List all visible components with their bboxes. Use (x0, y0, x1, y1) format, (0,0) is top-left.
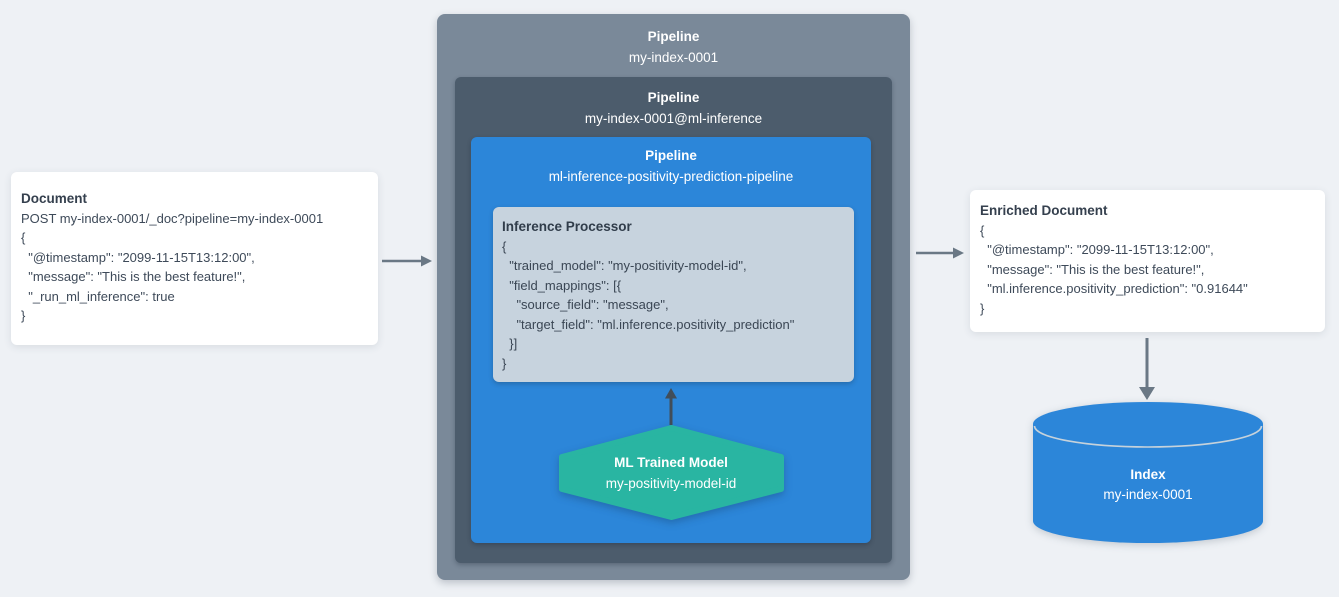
arrow-pipeline-to-enriched-icon (916, 247, 964, 259)
document-card-code: POST my-index-0001/_doc?pipeline=my-inde… (21, 210, 324, 324)
index-node: Index my-index-0001 (1033, 402, 1263, 543)
enriched-document-code: { "@timestamp": "2099-11-15T13:12:00", "… (980, 222, 1248, 316)
ingest-pipeline-name: my-index-0001 (628, 50, 719, 65)
ingest-pipeline-header: Pipeline my-index-0001 (437, 14, 910, 68)
prediction-pipeline-header: Pipeline ml-inference-positivity-predict… (471, 137, 871, 187)
ml-trained-model-node: ML Trained Model my-positivity-model-id (558, 425, 784, 520)
index-title: Index (1130, 467, 1166, 482)
ml-inference-pipeline-header: Pipeline my-index-0001@ml-inference (455, 77, 892, 129)
prediction-pipeline-label: Pipeline (645, 148, 697, 163)
ml-trained-model-title: ML Trained Model (614, 454, 728, 470)
index-label: Index my-index-0001 (1033, 465, 1263, 505)
index-name: my-index-0001 (1103, 487, 1193, 502)
enriched-document-card: Enriched Document { "@timestamp": "2099-… (970, 190, 1325, 332)
arrow-model-to-processor-icon (665, 388, 677, 425)
document-card: Document POST my-index-0001/_doc?pipelin… (11, 172, 378, 345)
hexagon-icon (558, 425, 784, 520)
arrow-document-to-pipeline-icon (382, 255, 432, 267)
ml-inference-pipeline-box: Pipeline my-index-0001@ml-inference Pipe… (455, 77, 892, 563)
database-cylinder-icon (1033, 402, 1263, 543)
inference-processor-code: { "trained_model": "my-positivity-model-… (502, 238, 795, 371)
ml-trained-model-label: ML Trained Model my-positivity-model-id (559, 425, 784, 520)
prediction-pipeline-name: ml-inference-positivity-prediction-pipel… (548, 169, 794, 184)
enriched-document-title: Enriched Document (980, 203, 1108, 218)
prediction-pipeline-box: Pipeline ml-inference-positivity-predict… (471, 137, 871, 543)
ml-trained-model-name: my-positivity-model-id (605, 475, 737, 491)
ml-inference-pipeline-label: Pipeline (647, 90, 700, 105)
arrow-enriched-to-index-icon (1139, 338, 1155, 400)
ingest-pipeline-label: Pipeline (647, 29, 700, 44)
document-card-title: Document (21, 191, 88, 206)
ml-inference-pipeline-name: my-index-0001@ml-inference (584, 111, 763, 126)
inference-processor-title: Inference Processor (502, 219, 632, 234)
inference-processor-card: Inference Processor { "trained_model": "… (493, 207, 854, 382)
ingest-pipeline-box: Pipeline my-index-0001 Pipeline my-index… (437, 14, 910, 580)
